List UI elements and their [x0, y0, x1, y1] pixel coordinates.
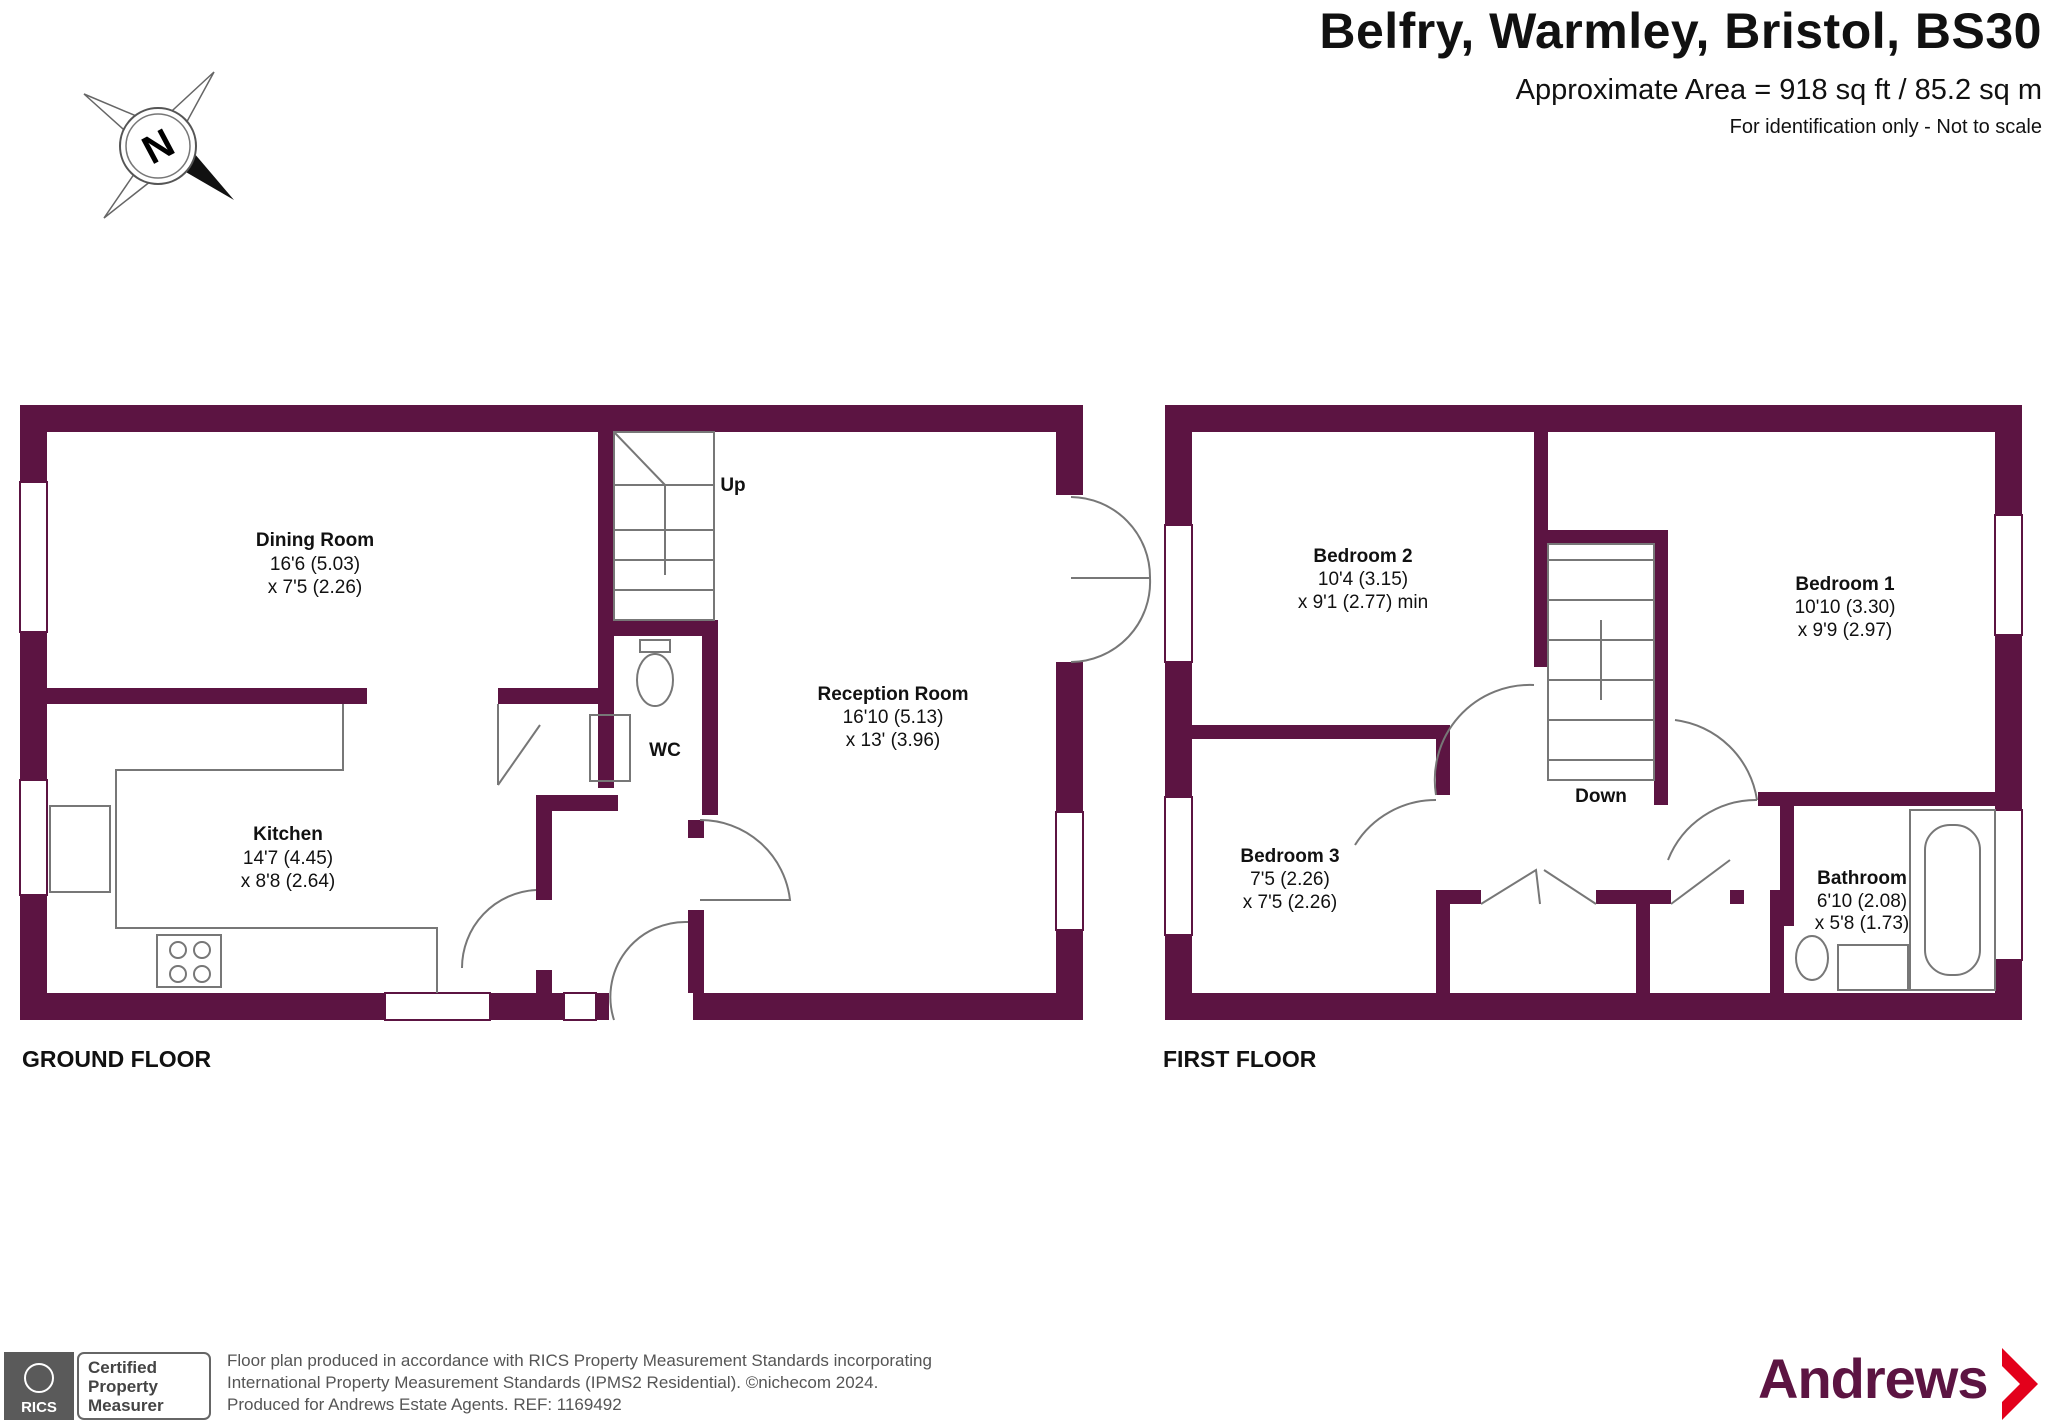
badge-line-2: Property — [88, 1377, 158, 1396]
reception-room-name: Reception Room — [818, 684, 969, 705]
ground-floor-label: GROUND FLOOR — [22, 1046, 212, 1072]
dining-room-dim2: x 7'5 (2.26) — [268, 577, 362, 598]
andrews-brand-text: Andrews — [1758, 1347, 1988, 1410]
footer-disclaimer: Floor plan produced in accordance with R… — [227, 1350, 932, 1416]
reception-room-dim2: x 13' (3.96) — [846, 730, 940, 751]
reception-room-dim1: 16'10 (5.13) — [843, 707, 944, 728]
footer-line-3: Produced for Andrews Estate Agents. REF:… — [227, 1395, 622, 1414]
bedroom-2-dim1: 10'4 (3.15) — [1318, 569, 1408, 590]
bedroom-2-name: Bedroom 2 — [1313, 546, 1412, 567]
ground-floor-fixtures — [49, 431, 1152, 1021]
first-floor-walls — [1165, 405, 2022, 1020]
bathroom-dim1: 6'10 (2.08) — [1817, 891, 1907, 912]
badge-line-3: Measurer — [88, 1396, 164, 1415]
kitchen-dim1: 14'7 (4.45) — [243, 848, 333, 869]
approximate-area: Approximate Area = 918 sq ft / 85.2 sq m — [1515, 74, 2042, 106]
stairs-up-label: Up — [720, 475, 745, 496]
rics-certified-badge: RICS Certified Property Measurer — [4, 1352, 211, 1420]
first-floor-fixtures — [1354, 543, 1996, 991]
ground-floor-windows — [19, 481, 1084, 1021]
kitchen-dim2: x 8'8 (2.64) — [241, 871, 335, 892]
disclaimer-note: For identification only - Not to scale — [1729, 116, 2042, 138]
rics-logo-text: RICS — [21, 1399, 57, 1416]
dining-room-dim1: 16'6 (5.03) — [270, 554, 360, 575]
bedroom-2-dim2: x 9'1 (2.77) min — [1298, 592, 1428, 613]
room-labels: Dining Room 16'6 (5.03) x 7'5 (2.26) Kit… — [241, 475, 1909, 934]
bedroom-3-name: Bedroom 3 — [1240, 846, 1339, 867]
bedroom-1-dim1: 10'10 (3.30) — [1795, 597, 1896, 618]
dining-room-name: Dining Room — [256, 530, 374, 551]
bedroom-3-dim2: x 7'5 (2.26) — [1243, 892, 1337, 913]
badge-line-1: Certified — [88, 1358, 157, 1377]
bedroom-1-dim2: x 9'9 (2.97) — [1798, 620, 1892, 641]
bathroom-dim2: x 5'8 (1.73) — [1815, 913, 1909, 934]
kitchen-name: Kitchen — [253, 824, 323, 845]
first-floor-label: FIRST FLOOR — [1163, 1046, 1317, 1072]
stairs-down-label: Down — [1575, 786, 1627, 807]
footer-line-1: Floor plan produced in accordance with R… — [227, 1351, 932, 1370]
footer-line-2: International Property Measurement Stand… — [227, 1373, 879, 1392]
bathroom-name: Bathroom — [1817, 868, 1907, 889]
property-address-title: Belfry, Warmley, Bristol, BS30 — [1319, 3, 2042, 59]
brand-arrow-icon — [2002, 1348, 2038, 1420]
wc-name: WC — [649, 740, 681, 761]
first-floor-windows — [1164, 514, 2023, 961]
compass-icon: N — [83, 71, 234, 219]
andrews-logo: Andrews — [1758, 1346, 1988, 1411]
bedroom-3-dim1: 7'5 (2.26) — [1250, 869, 1330, 890]
bedroom-1-name: Bedroom 1 — [1795, 574, 1895, 595]
